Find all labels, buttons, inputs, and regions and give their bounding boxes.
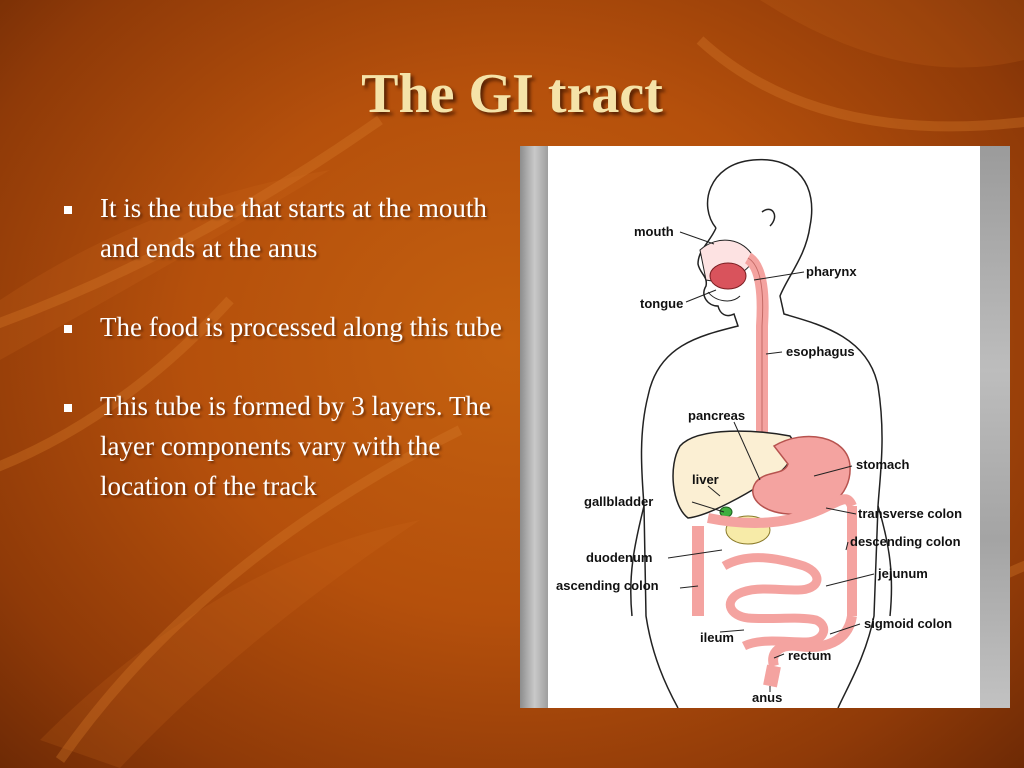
label-ascending-colon: ascending colon (556, 578, 659, 593)
rectum-organ (763, 664, 781, 688)
label-sigmoid-colon: sigmoid colon (864, 616, 952, 631)
bullet-marker-icon (64, 325, 72, 333)
bullet-text: The food is processed along this tube (100, 312, 502, 342)
bullet-marker-icon (64, 404, 72, 412)
small-intestine (721, 553, 829, 651)
label-liver: liver (692, 472, 719, 487)
bullet-marker-icon (64, 206, 72, 214)
label-jejunum: jejunum (877, 566, 928, 581)
bullet-list: It is the tube that starts at the mouth … (60, 188, 505, 545)
label-anus: anus (752, 690, 782, 705)
sigmoid-colon (768, 614, 857, 668)
body-outline (630, 158, 893, 709)
label-rectum: rectum (788, 648, 831, 663)
transverse-colon (707, 494, 857, 528)
bullet-text: It is the tube that starts at the mouth … (100, 193, 487, 263)
label-pancreas: pancreas (688, 408, 745, 423)
bullet-text: This tube is formed by 3 layers. The lay… (100, 391, 491, 501)
mouth-region (699, 239, 755, 302)
label-gallbladder: gallbladder (584, 494, 653, 509)
label-stomach: stomach (856, 457, 910, 472)
slide-title: The GI tract (361, 63, 663, 125)
label-pharynx: pharynx (806, 264, 857, 279)
label-descending-colon: descending colon (850, 534, 961, 549)
label-transverse-colon: transverse colon (858, 506, 962, 521)
label-esophagus: esophagus (786, 344, 855, 359)
gi-tract-diagram: mouth pharynx tongue esophagus pancreas … (556, 158, 962, 709)
bullet-item: The food is processed along this tube (60, 307, 505, 347)
figure-canvas: mouth pharynx tongue esophagus pancreas … (548, 146, 980, 709)
label-ileum: ileum (700, 630, 734, 645)
leader-lines (667, 231, 875, 692)
label-mouth: mouth (634, 224, 674, 239)
figure-side-strip (980, 146, 1010, 708)
bullet-item: This tube is formed by 3 layers. The lay… (60, 386, 505, 506)
label-duodenum: duodenum (586, 550, 652, 565)
label-tongue: tongue (640, 296, 683, 311)
bullet-item: It is the tube that starts at the mouth … (60, 188, 505, 268)
